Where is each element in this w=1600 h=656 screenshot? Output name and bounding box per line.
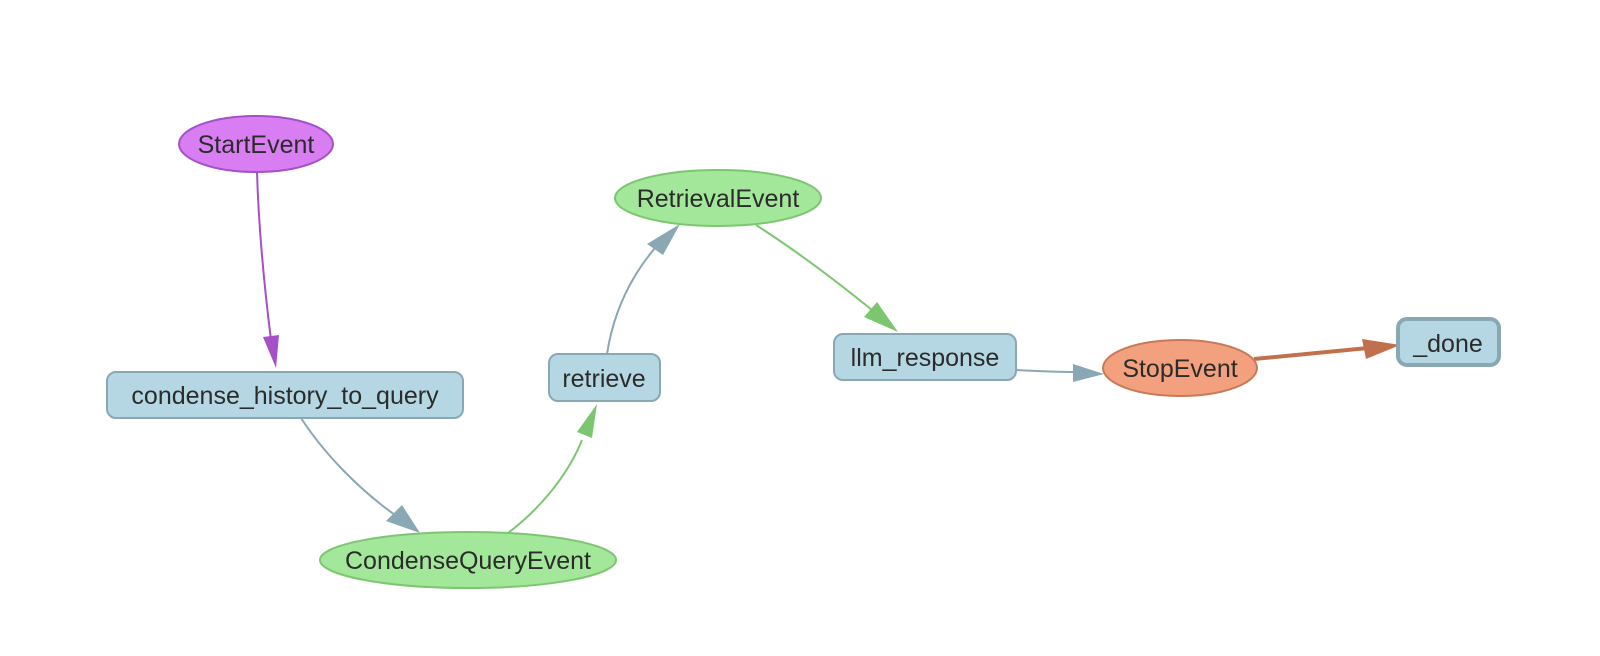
edge-stopevent-to-done	[1253, 346, 1369, 361]
edges	[256, 171, 1400, 534]
node-retrieval-event[interactable]: RetrievalEvent	[614, 169, 822, 227]
node-label-stop-event: StopEvent	[1122, 355, 1237, 383]
edge-condense-to-cqevent	[300, 417, 396, 516]
node-condense-query-event[interactable]: CondenseQueryEvent	[319, 531, 617, 589]
nodes: StartEvent condense_history_to_query Con…	[106, 115, 1501, 589]
arrowhead-retrievalevent-to-llm	[864, 302, 898, 332]
node-label-condense-query-event: CondenseQueryEvent	[345, 547, 591, 575]
arrowhead-llm-to-stopevent	[1073, 364, 1104, 382]
node-llm-response[interactable]: llm_response	[833, 333, 1017, 381]
node-label-retrieval-event: RetrievalEvent	[637, 185, 800, 213]
node-label-start-event: StartEvent	[198, 131, 315, 159]
arrowhead-start-to-condense	[263, 335, 279, 368]
arrowhead-retrieve-to-retrievalevent	[647, 224, 680, 255]
node-retrieve[interactable]: retrieve	[548, 353, 661, 402]
arrowhead-stopevent-to-done	[1362, 339, 1400, 359]
node-label-condense-history-to-query: condense_history_to_query	[131, 382, 439, 410]
node-start-event[interactable]: StartEvent	[178, 115, 334, 173]
node-done[interactable]: _done	[1396, 317, 1501, 367]
node-label-retrieve: retrieve	[562, 365, 645, 393]
edge-start-to-condense	[256, 171, 272, 341]
node-label-done: _done	[1412, 330, 1483, 358]
edge-retrievalevent-to-llm	[755, 224, 873, 311]
arrowhead-cqevent-to-retrieve	[577, 404, 597, 438]
edge-retrieve-to-retrievalevent	[606, 247, 656, 355]
node-label-llm-response: llm_response	[851, 344, 1000, 372]
node-condense-history-to-query[interactable]: condense_history_to_query	[106, 371, 464, 419]
arrowhead-condense-to-cqevent	[386, 505, 420, 533]
edge-llm-to-stopevent	[1015, 369, 1076, 373]
node-stop-event[interactable]: StopEvent	[1102, 339, 1258, 397]
edge-cqevent-to-retrieve	[507, 439, 583, 534]
